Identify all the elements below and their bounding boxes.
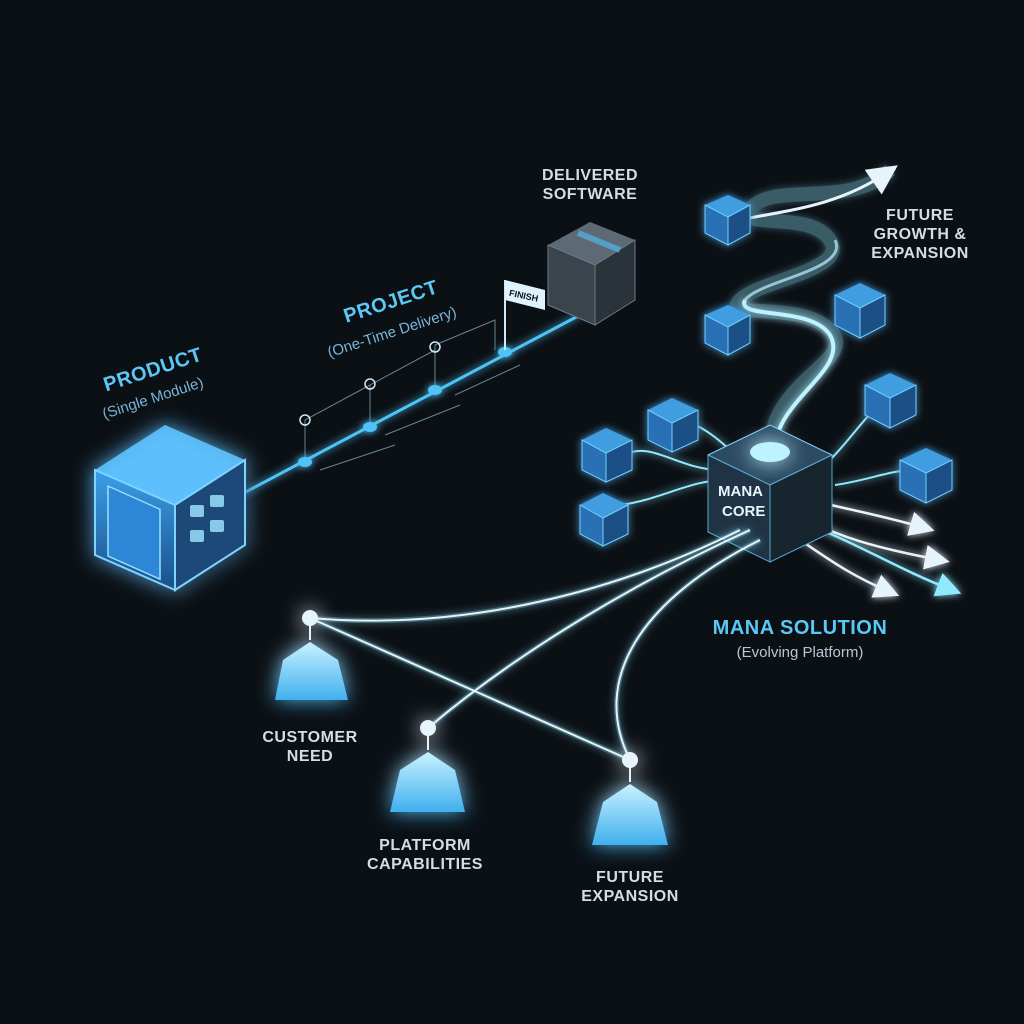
delivered-line1: DELIVERED	[541, 167, 639, 184]
module-cube	[704, 195, 751, 246]
future-expansion-line1: FUTURE	[596, 869, 664, 886]
network-lines	[308, 527, 762, 763]
module-cube	[864, 373, 917, 429]
core-flows	[619, 164, 962, 598]
core-label-line1: MANA	[718, 483, 763, 500]
project-timeline: FINISH	[239, 280, 581, 497]
future-expansion-line2: EXPANSION	[581, 888, 679, 906]
module-cube	[834, 283, 886, 339]
solution-title: MANA SOLUTION	[712, 617, 888, 639]
milestone-dot	[298, 457, 312, 467]
delivered-software-box	[547, 222, 636, 326]
platform-capabilities-line2: CAPABILITIES	[367, 856, 483, 874]
future-expansion-label: FUTURE EXPANSION	[565, 868, 695, 906]
module-cube	[704, 305, 751, 356]
platform-capabilities-label: PLATFORM CAPABILITIES	[355, 836, 495, 874]
milestone-dot	[363, 422, 377, 432]
future-growth-label: FUTURE GROWTH & EXPANSION	[860, 206, 980, 264]
milestone-dot	[498, 347, 512, 357]
platform-capabilities-line1: PLATFORM	[379, 837, 471, 854]
customer-need-line1: CUSTOMER	[262, 729, 358, 746]
milestone-dot	[428, 385, 442, 395]
node-future-expansion	[592, 752, 668, 845]
finish-flag: FINISH	[504, 280, 545, 350]
node-platform-capabilities	[390, 720, 465, 812]
module-cube	[647, 398, 699, 453]
future-growth-line2: GROWTH &	[873, 226, 967, 244]
module-cube	[581, 428, 633, 483]
delivered-line2: SOFTWARE	[542, 186, 638, 204]
future-growth-line1: FUTURE	[886, 207, 954, 224]
customer-need-line2: NEED	[286, 748, 334, 766]
module-cubes	[579, 195, 953, 547]
module-cube	[579, 493, 629, 547]
node-customer-need	[275, 610, 348, 700]
future-growth-line3: EXPANSION	[871, 245, 969, 263]
module-cube	[899, 448, 953, 504]
customer-need-label: CUSTOMER NEED	[245, 728, 375, 766]
delivered-label: DELIVERED SOFTWARE	[530, 166, 650, 204]
solution-subtitle: (Evolving Platform)	[736, 644, 864, 661]
core-label-line2: CORE	[722, 503, 765, 520]
mana-core-cube: MANA CORE	[706, 424, 834, 563]
product-cube	[94, 425, 246, 592]
